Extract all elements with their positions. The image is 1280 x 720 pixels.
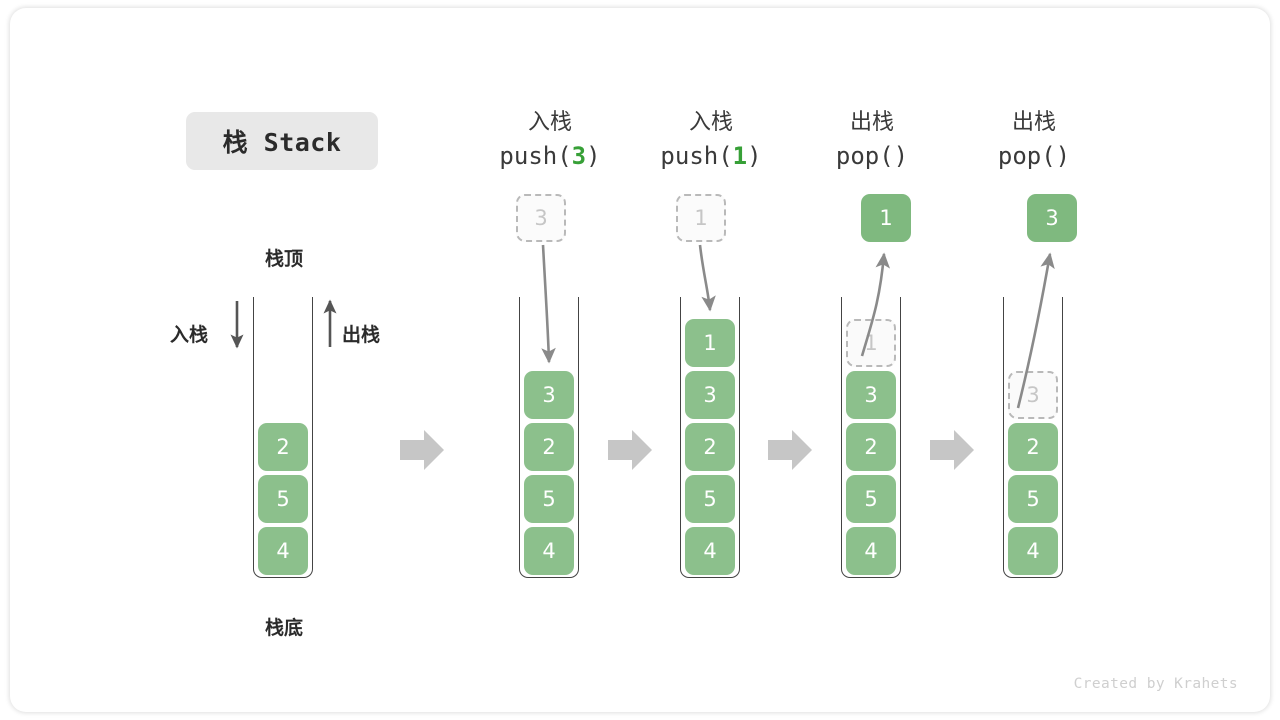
stack-cell: 4 <box>1008 527 1058 575</box>
stack-cell: 4 <box>846 527 896 575</box>
code-suffix: ) <box>893 142 909 171</box>
stack-cell: 2 <box>846 423 896 471</box>
pop-direction-label: 出栈 <box>342 324 381 346</box>
stack-cell: 5 <box>258 475 308 523</box>
stack-cell-vacated: 3 <box>1008 371 1058 419</box>
step-arrow <box>930 430 974 470</box>
caption-cn: 出栈 <box>1011 110 1056 135</box>
code-prefix: pop( <box>997 142 1056 171</box>
push-direction-label: 入栈 <box>170 324 209 346</box>
code-arg: 3 <box>571 142 587 171</box>
incoming-value-ghost: 1 <box>676 194 726 242</box>
code-suffix: ) <box>586 142 601 171</box>
caption-code: pop() <box>944 141 1124 173</box>
code-suffix: ) <box>747 142 762 171</box>
stack-container <box>519 297 579 578</box>
code-suffix: ) <box>1055 142 1071 171</box>
stack-cell: 4 <box>258 527 308 575</box>
stack-cell: 2 <box>685 423 735 471</box>
stack-top-label: 栈顶 <box>264 248 303 270</box>
code-prefix: push( <box>499 142 572 171</box>
stack-cell: 4 <box>524 527 574 575</box>
stack-cell: 3 <box>846 371 896 419</box>
code-prefix: push( <box>660 142 733 171</box>
stack-container <box>680 297 740 578</box>
caption-code: push(1) <box>621 141 801 173</box>
stack-container <box>1003 297 1063 578</box>
caption-pop-1: 出栈 pop() <box>782 108 962 173</box>
stack-cell: 2 <box>524 423 574 471</box>
stack-container <box>841 297 901 578</box>
step-arrow <box>768 430 812 470</box>
caption-push-3: 入栈 push(3) <box>460 108 640 173</box>
stack-bottom-label: 栈底 <box>264 617 303 639</box>
stack-container <box>253 297 313 578</box>
diagram-title: 栈 Stack <box>186 112 378 170</box>
caption-push-1: 入栈 push(1) <box>621 108 801 173</box>
step-arrow <box>608 430 652 470</box>
stack-cell: 5 <box>524 475 574 523</box>
code-prefix: pop( <box>835 142 894 171</box>
stack-cell-vacated: 1 <box>846 319 896 367</box>
caption-cn: 入栈 <box>688 110 733 135</box>
stack-cell: 3 <box>685 371 735 419</box>
code-arg: 1 <box>732 142 748 171</box>
stack-cell: 2 <box>1008 423 1058 471</box>
stack-cell: 3 <box>524 371 574 419</box>
stack-cell: 4 <box>685 527 735 575</box>
stack-cell: 5 <box>846 475 896 523</box>
caption-pop-2: 出栈 pop() <box>944 108 1124 173</box>
caption-code: push(3) <box>460 141 640 173</box>
incoming-value-ghost: 3 <box>516 194 566 242</box>
watermark: Created by Krahets <box>1073 676 1238 692</box>
stack-cell: 1 <box>685 319 735 367</box>
popped-value: 3 <box>1027 194 1077 242</box>
caption-cn: 入栈 <box>527 110 572 135</box>
caption-cn: 出栈 <box>849 110 894 135</box>
caption-code: pop() <box>782 141 962 173</box>
stack-cell: 5 <box>685 475 735 523</box>
stack-cell: 5 <box>1008 475 1058 523</box>
popped-value: 1 <box>861 194 911 242</box>
step-arrow <box>400 430 444 470</box>
stack-cell: 2 <box>258 423 308 471</box>
